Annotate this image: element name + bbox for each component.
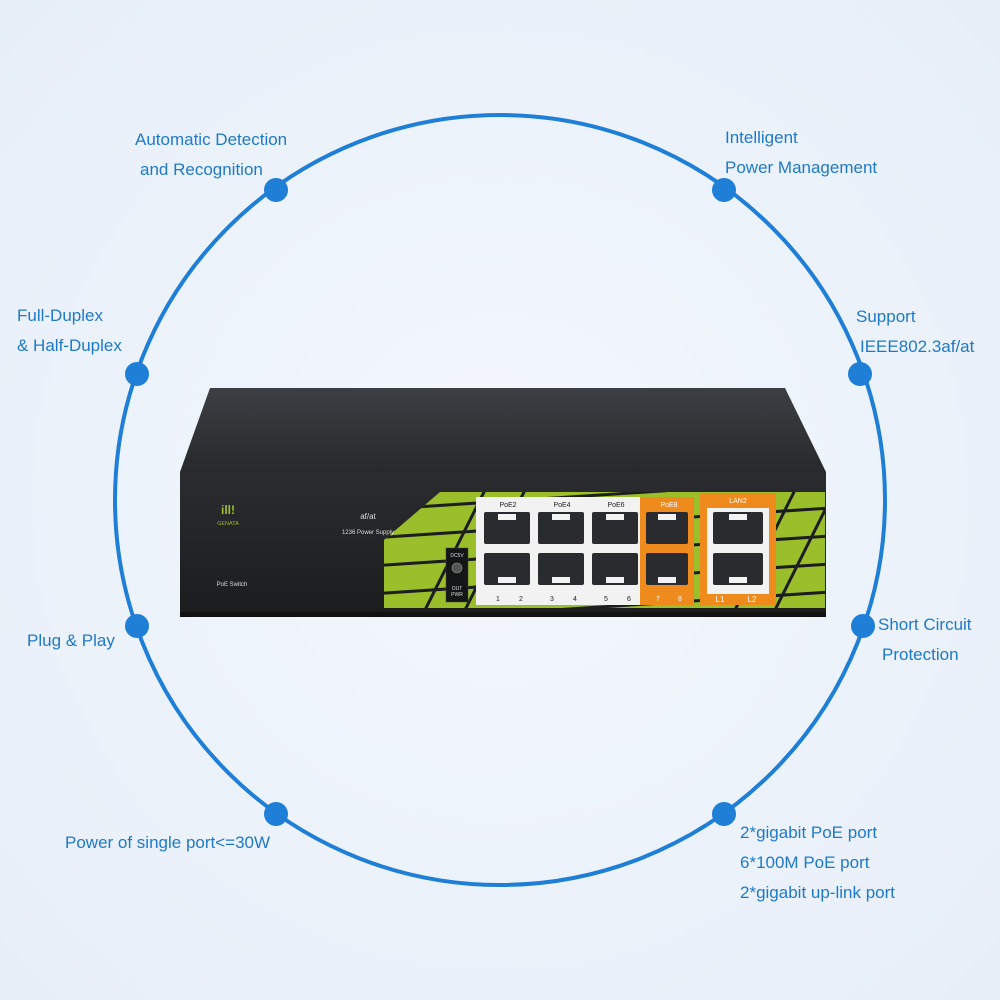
port-row-top xyxy=(484,512,763,544)
feature-ports-line1: 2*gigabit PoE port xyxy=(740,823,878,842)
rj45-port-6[interactable] xyxy=(592,512,638,544)
rj45-port-4[interactable] xyxy=(538,512,584,544)
feature-support-line1: Support xyxy=(856,307,916,326)
rj45-port-l1[interactable] xyxy=(713,553,763,585)
feature-duplex-line1: Full-Duplex xyxy=(17,306,103,325)
brand-logo-mark: ill! xyxy=(221,503,235,517)
feature-support: Support IEEE802.3af/at xyxy=(856,302,974,362)
feature-ports-line2: 6*100M PoE port xyxy=(740,853,870,872)
feature-auto-detect: Automatic Detection and Recognition xyxy=(135,125,287,185)
power-jack-panel xyxy=(445,547,469,603)
standard-label: af/at xyxy=(360,512,376,521)
feature-short-circuit-line2: Protection xyxy=(882,645,959,664)
rj45-port-5[interactable] xyxy=(592,553,638,585)
pwr-label: PWR xyxy=(451,592,463,598)
ring-dot-power-port xyxy=(264,802,288,826)
ring-dot-intelligent xyxy=(712,178,736,202)
power-supply-label: 1236 Power Supply xyxy=(342,530,394,536)
feature-intelligent-line2: Power Management xyxy=(725,158,878,177)
feature-auto-detect-line2: and Recognition xyxy=(140,160,263,179)
ring-circle xyxy=(113,113,887,887)
feature-plug: Plug & Play xyxy=(27,626,115,656)
ring-dot-support xyxy=(848,362,872,386)
rj45-port-1[interactable] xyxy=(484,553,530,585)
rj45-port-2[interactable] xyxy=(484,512,530,544)
port-number-8: 8 xyxy=(678,596,682,603)
feature-intelligent: Intelligent Power Management xyxy=(725,123,877,183)
device-top xyxy=(180,388,826,472)
feature-power-port: Power of single port<=30W xyxy=(65,828,270,858)
power-jack[interactable] xyxy=(451,562,463,574)
feature-power-port-line1: Power of single port<=30W xyxy=(65,833,271,852)
lan2-label: LAN2 xyxy=(729,498,747,505)
product-label: PoE Switch xyxy=(217,582,248,588)
dc5v-label: DC5V xyxy=(450,553,464,559)
poe8-label: PoE8 xyxy=(660,502,677,509)
poe6-label: PoE6 xyxy=(607,502,624,509)
port-notches xyxy=(498,514,747,583)
poe2-label: PoE2 xyxy=(499,502,516,509)
port-number-5: 5 xyxy=(604,596,608,603)
uplink-number-l2: L2 xyxy=(748,595,757,604)
feature-support-line2: IEEE802.3af/at xyxy=(860,337,975,356)
port-row-bottom xyxy=(484,553,763,585)
feature-auto-detect-line1: Automatic Detection xyxy=(135,130,288,149)
rj45-port-l2[interactable] xyxy=(713,512,763,544)
ring-dot-plug xyxy=(125,614,149,638)
brand-name: GENATA xyxy=(217,521,239,527)
feature-intelligent-line1: Intelligent xyxy=(725,128,798,147)
feature-duplex-line2: & Half-Duplex xyxy=(17,336,122,355)
port-number-3: 3 xyxy=(550,596,554,603)
port-number-2: 2 xyxy=(519,596,523,603)
feature-plug-line1: Plug & Play xyxy=(27,631,115,650)
out-label: OUT xyxy=(452,586,463,592)
feature-duplex: Full-Duplex & Half-Duplex xyxy=(17,301,122,361)
ring-dot-ports xyxy=(712,802,736,826)
feature-ports-line3: 2*gigabit up-link port xyxy=(740,883,895,902)
feature-ports: 2*gigabit PoE port 6*100M PoE port 2*gig… xyxy=(740,818,895,908)
poe-switch-device: PoE2 PoE4 PoE6 PoE8 LAN2 1 2 3 4 5 6 7 8… xyxy=(180,388,826,617)
port-number-1: 1 xyxy=(496,596,500,603)
device-base-edge xyxy=(180,612,826,617)
ring-dot-short-circuit xyxy=(851,614,875,638)
uplink-number-l1: L1 xyxy=(716,595,725,604)
ring-dot-duplex xyxy=(125,362,149,386)
port-number-6: 6 xyxy=(627,596,631,603)
port-number-4: 4 xyxy=(573,596,577,603)
poe4-label: PoE4 xyxy=(553,502,570,509)
rj45-port-8[interactable] xyxy=(646,512,688,544)
ring-dot-auto-detect xyxy=(264,178,288,202)
rj45-port-3[interactable] xyxy=(538,553,584,585)
rj45-port-7[interactable] xyxy=(646,553,688,585)
port-number-7: 7 xyxy=(656,596,660,603)
feature-short-circuit-line1: Short Circuit xyxy=(878,615,972,634)
feature-short-circuit: Short Circuit Protection xyxy=(878,610,972,670)
